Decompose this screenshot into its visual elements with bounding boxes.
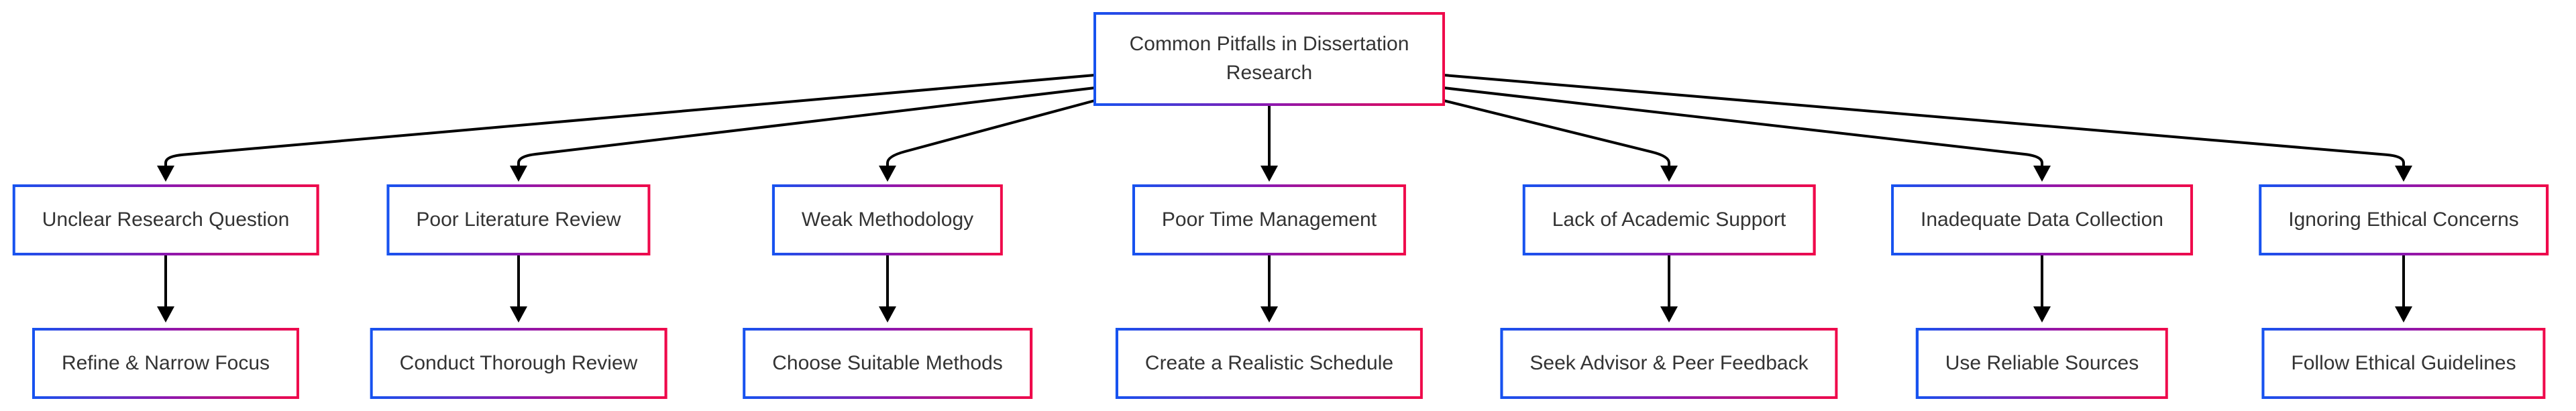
edge-line — [517, 86, 1095, 166]
remedy-node-5: Seek Advisor & Peer Feedback — [1500, 328, 1837, 399]
pitfall-node-7: Ignoring Ethical Concerns — [2259, 184, 2548, 255]
remedy-node-1: Refine & Narrow Focus — [32, 328, 299, 399]
root-node: Common Pitfalls in Dissertation Research — [1093, 12, 1445, 106]
arrowhead-icon — [2033, 306, 2051, 322]
pitfall-node-5: Lack of Academic Support — [1523, 184, 1816, 255]
arrowhead-icon — [510, 166, 527, 182]
arrowhead-icon — [2395, 306, 2412, 322]
edge-line — [1443, 99, 1670, 166]
remedy-node-3: Choose Suitable Methods — [743, 328, 1032, 399]
arrowhead-icon — [1260, 166, 1278, 182]
edge-line — [886, 99, 1095, 166]
arrowhead-icon — [1660, 166, 1678, 182]
arrowhead-icon — [1260, 306, 1278, 322]
pitfall-node-1: Unclear Research Question — [13, 184, 319, 255]
pitfall-node-3: Weak Methodology — [772, 184, 1003, 255]
edge-line — [164, 74, 1095, 166]
arrowhead-icon — [1660, 306, 1678, 322]
arrowhead-icon — [879, 166, 896, 182]
edge-line — [1443, 74, 2405, 166]
arrowhead-icon — [157, 306, 174, 322]
pitfall-node-2: Poor Literature Review — [386, 184, 650, 255]
pitfall-node-6: Inadequate Data Collection — [1891, 184, 2193, 255]
arrowhead-icon — [510, 306, 527, 322]
remedy-node-7: Follow Ethical Guidelines — [2261, 328, 2545, 399]
arrowhead-icon — [157, 166, 174, 182]
remedy-node-4: Create a Realistic Schedule — [1116, 328, 1423, 399]
arrowhead-icon — [879, 306, 896, 322]
edge-line — [1443, 86, 2043, 166]
arrowhead-icon — [2395, 166, 2412, 182]
arrowhead-icon — [2033, 166, 2051, 182]
remedy-node-2: Conduct Thorough Review — [370, 328, 667, 399]
remedy-node-6: Use Reliable Sources — [1916, 328, 2168, 399]
pitfall-node-4: Poor Time Management — [1132, 184, 1406, 255]
